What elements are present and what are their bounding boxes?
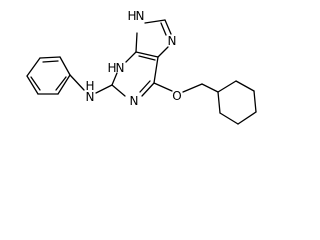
- phenyl-bond-2: [59, 56, 71, 76]
- n3-c4-bond: [125, 51, 137, 63]
- n9-c8-bond: [144, 19, 166, 24]
- atom-n1-symbol: N: [130, 94, 139, 108]
- phenyl-double-bond-1: [42, 60, 59, 63]
- cyclohexane-bond-6: [217, 91, 221, 114]
- phenyl-amine-bond: [69, 74, 85, 91]
- c4-n9-bond: [135, 32, 138, 53]
- atom-label-n3: H N: [107, 61, 124, 75]
- phenyl-bond-3: [57, 74, 71, 95]
- pyrimidine-ring: [111, 51, 159, 97]
- atom-label-oxygen: O: [172, 89, 181, 103]
- c4-c5-double-bond: [138, 55, 156, 61]
- molecule-structure-diagram: H N N H N H N N O: [26, 9, 257, 125]
- n7-c5-bond: [157, 46, 169, 58]
- atom-n9-hydrogen: H: [127, 9, 136, 23]
- c6-n1-bond: [141, 82, 155, 97]
- c2-n3-bond: [111, 72, 118, 86]
- cyclohexane-bond-1: [217, 80, 237, 93]
- n1-c2-bond: [111, 84, 126, 97]
- phenyl-bond-6: [26, 57, 41, 77]
- atom-n9-symbol: N: [136, 9, 145, 23]
- atom-label-n7: N: [168, 34, 177, 48]
- atom-amine-symbol: N: [86, 90, 95, 104]
- atom-label-amine: H N: [85, 79, 94, 104]
- cyclohexane-bond-4: [237, 111, 257, 125]
- c6-oxygen-bond: [153, 82, 173, 92]
- atom-label-n9: H N: [127, 9, 144, 23]
- phenyl-double-bond-3: [30, 76, 41, 91]
- atom-oxygen-symbol: O: [172, 89, 181, 103]
- atom-amine-hydrogen: H: [85, 79, 94, 93]
- cyclohexane-ring: [217, 80, 257, 125]
- phenyl-double-bond-2: [55, 76, 67, 91]
- cyclohexane-bond-2: [235, 80, 255, 92]
- atom-label-n1: N: [130, 94, 139, 108]
- methylene-cyclohexyl-bond: [201, 83, 219, 93]
- oxygen-methylene-bond: [182, 83, 203, 93]
- c6-n1-double-bond: [139, 80, 151, 93]
- atom-n3-hydrogen: H: [107, 61, 116, 75]
- phenyl-bond-5: [26, 75, 39, 95]
- c5-c6-bond: [153, 56, 159, 84]
- phenyl-bond-1: [39, 56, 61, 59]
- cyclohexane-bond-3: [253, 90, 257, 113]
- c4-c5-bond: [135, 51, 159, 58]
- c8-n7-double-bond: [160, 22, 167, 36]
- c8-n7-bond: [164, 19, 172, 35]
- cyclohexane-bond-5: [219, 112, 239, 125]
- imidazole-ring: [135, 19, 172, 58]
- atom-n3-symbol: N: [116, 61, 125, 75]
- amine-c2-bond: [95, 84, 113, 94]
- phenyl-ring: [26, 56, 71, 95]
- atom-n7-symbol: N: [168, 34, 177, 48]
